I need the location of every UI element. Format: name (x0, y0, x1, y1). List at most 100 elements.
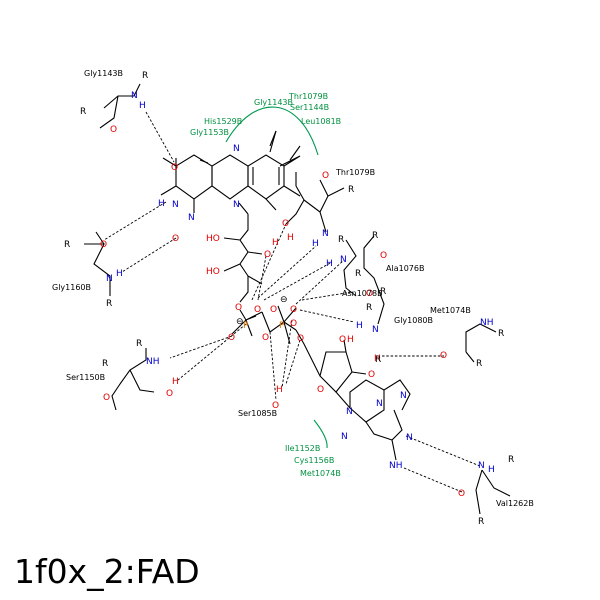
residue-gly1080b: Gly1080B (394, 316, 433, 325)
atom-oh-h-ribose: H (347, 335, 354, 345)
atom-o-ser1085: O (272, 401, 279, 411)
atom-r-val1262: R (508, 455, 514, 465)
atom-op-6: O (297, 334, 304, 344)
atom-h3: H (158, 199, 165, 209)
atom-ho-4: HO (206, 267, 220, 277)
residue-ser1085b: Ser1085B (238, 409, 277, 418)
atom-r-met1074-b: R (476, 359, 482, 369)
atom-n9: N (346, 407, 353, 417)
atom-oh-ribose: O (339, 335, 346, 345)
atom-charge-a: ⊖ (236, 317, 244, 327)
residue-thr1079b-right: Thr1079B (335, 168, 375, 177)
atom-n5: N (233, 200, 240, 210)
atom-h-ser1150: H (172, 377, 179, 387)
hydrogen-bonds (103, 111, 481, 493)
atom-op-1: O (254, 305, 261, 315)
atom-op-2: O (228, 333, 235, 343)
atom-n1: N (188, 213, 195, 223)
contact-met1074b: Met1074B (300, 469, 341, 478)
atom-h-gly1080: H (356, 321, 363, 331)
atom-n10: N (233, 144, 240, 154)
residue-fragments (84, 83, 511, 515)
atom-r-gly1080: R (375, 355, 381, 365)
atom-labels: N H R O R O N H O N N N O R N H R HO O H… (64, 71, 514, 527)
atom-h-ala1076: H (326, 259, 333, 269)
contact-leu1081b: Leu1081B (301, 117, 341, 126)
atom-o-ribose-ring: O (317, 385, 324, 395)
residue-asn1078b: Asn1078B (342, 289, 383, 298)
contact-gly1143b: Gly1143B (254, 98, 293, 107)
atom-n-ser1150: NH (146, 357, 160, 367)
atom-r-thr: R (348, 185, 354, 195)
residue-gly1160b: Gly1160B (52, 283, 91, 292)
atom-n-val1262: N (478, 461, 485, 471)
atom-o-val1262: O (458, 489, 465, 499)
atom-r-ser1150-b: R (102, 359, 108, 369)
atom-o-ser1150: O (103, 393, 110, 403)
hydrophobic-arc-top (225, 106, 319, 156)
atom-n-thr: N (322, 229, 329, 239)
atom-ho-2: HO (206, 234, 220, 244)
atom-o2: O (172, 234, 179, 244)
atom-o-thr: O (282, 219, 289, 229)
atom-p-beta: P (279, 321, 285, 331)
atom-r-ala1076: R (338, 235, 344, 245)
residue-val1262b: Val1262B (496, 499, 534, 508)
contact-thr1079b: Thr1079B (288, 92, 328, 101)
atom-h-thr: H (287, 233, 294, 243)
atom-o-gly1143: O (110, 125, 117, 135)
atom-n-ade-top: N (400, 391, 407, 401)
atom-r-ala1076-b: R (355, 269, 361, 279)
atom-h-ser1085: H (276, 385, 283, 395)
hydrophobic-arc-bottom (313, 419, 328, 449)
atom-o-met1074: O (440, 351, 447, 361)
atom-r-gly1160: R (64, 240, 70, 250)
residue-ser1150b: Ser1150B (66, 373, 105, 382)
atom-h-3: H (272, 238, 279, 248)
atom-o-thr-carbonyl: O (322, 171, 329, 181)
residue-met1074b-right: Met1074B (430, 306, 471, 315)
atom-n3-ade: N (376, 399, 383, 409)
atom-o-ribose-2: O (368, 370, 375, 380)
atom-n-ala1076: N (340, 255, 347, 265)
atom-n-gly1160: N (106, 274, 113, 284)
residue-labels: Gly1143B Gly1160B Ser1150B Ser1085B Thr1… (52, 69, 534, 508)
atom-r-asn1078: R (366, 303, 372, 313)
atom-n-gly1143: N (131, 91, 138, 101)
atom-nh2: NH (389, 461, 403, 471)
contact-gly1153b: Gly1153B (190, 128, 229, 137)
ligand-bonds (160, 130, 411, 461)
atom-h-thr-n: H (312, 239, 319, 249)
atom-h-gly1143: H (139, 101, 146, 111)
atom-charge-b: ⊖ (280, 295, 288, 305)
atom-n7: N (341, 432, 348, 442)
contact-ser1144b: Ser1144B (290, 103, 329, 112)
atom-r-gly1160-b: R (106, 299, 112, 309)
atom-r-ala1076-c: R (372, 231, 378, 241)
atom-op-3: O (262, 333, 269, 343)
contact-his1529b: His1529B (204, 117, 242, 126)
atom-n3: N (172, 200, 179, 210)
atom-h-val1262: H (488, 465, 495, 475)
atom-n1-ade: N (406, 433, 413, 443)
atom-op-5: O (290, 305, 297, 315)
atom-r-gly1143: R (142, 71, 148, 81)
contact-cys1156b: Cys1156B (294, 456, 334, 465)
atom-op-4: O (270, 305, 277, 315)
atom-o5: O (235, 303, 242, 313)
atom-o-asn1078: O (366, 289, 373, 299)
atom-r-gly1143-b: R (80, 107, 86, 117)
atom-h-gly1160: H (116, 269, 123, 279)
atom-o4: O (171, 163, 178, 173)
hydrophobic-arcs (225, 106, 328, 449)
atom-p-alpha: P (243, 321, 249, 331)
residue-ala1076b: Ala1076B (386, 264, 424, 273)
atom-o-3: O (264, 250, 271, 260)
atom-nh-met1074: NH (480, 318, 494, 328)
atom-op-7: O (290, 319, 297, 329)
atom-r-asn1078-b: R (380, 287, 386, 297)
atom-o-gly1160: O (100, 240, 107, 250)
residue-gly1143b-top: Gly1143B (84, 69, 123, 78)
atom-r-ser1150: R (136, 339, 142, 349)
